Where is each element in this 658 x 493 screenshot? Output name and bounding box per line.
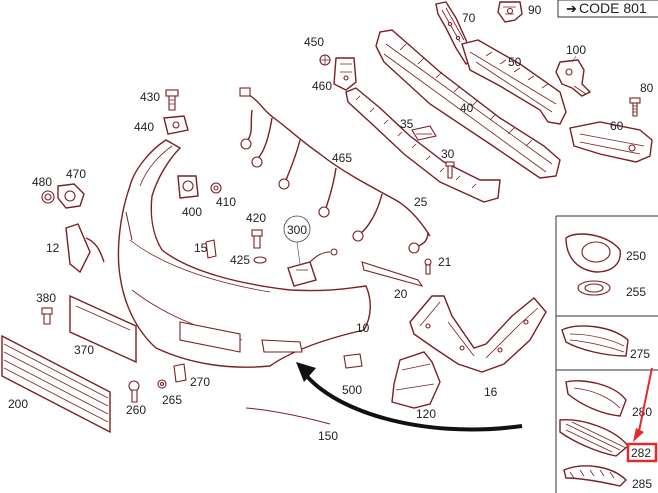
red-arrow [633,367,653,442]
part-90-bracket [497,1,523,23]
part-20-trim [361,261,424,287]
label-10: 10 [356,321,370,335]
part-480-ring [41,190,55,204]
label-285: 285 [632,477,652,491]
part-270-clip [173,363,187,383]
label-380: 380 [36,291,56,305]
label-60: 60 [610,119,624,133]
label-450: 450 [304,35,324,49]
label-430: 430 [140,90,160,104]
part-12-bracket [65,223,105,274]
part-460-bracket [333,57,357,91]
detail-panel [555,215,658,493]
label-255: 255 [626,285,646,299]
arrow-glyph: ➔ [566,1,577,16]
part-300-sensor-mount [283,215,338,287]
label-90: 90 [528,3,542,17]
part-15-clip [205,239,217,259]
part-250-fog-cover [565,233,621,273]
label-440: 440 [134,120,154,134]
label-410: 410 [216,195,236,209]
label-282: 282 [631,446,651,460]
part-430-bolt [165,89,179,111]
label-480: 480 [32,175,52,189]
label-300: 300 [287,223,307,237]
label-16: 16 [484,385,498,399]
part-450-nut [319,54,331,66]
part-35-clip [411,125,437,141]
label-30: 30 [441,147,455,161]
part-50-absorber [461,39,567,125]
label-470: 470 [66,167,86,181]
label-150: 150 [318,429,338,443]
code-label: CODE 801 [579,0,647,16]
label-20: 20 [394,287,408,301]
label-50: 50 [508,55,522,69]
pointer-arrow [296,362,523,432]
part-100-bracket [555,59,592,97]
label-21: 21 [438,255,452,269]
label-270: 270 [190,375,210,389]
part-255-ring [577,280,611,296]
part-60-bracket [569,121,653,163]
part-440-bracket [163,115,189,135]
label-260: 260 [126,403,146,417]
label-200: 200 [8,397,28,411]
label-35: 35 [400,117,414,131]
part-16-bracket [409,295,547,373]
part-425-washer [253,256,267,264]
label-425: 425 [230,253,250,267]
label-465: 465 [332,151,352,165]
part-285-strip [563,465,627,487]
label-275: 275 [630,347,650,361]
label-25: 25 [414,195,428,209]
label-12: 12 [46,241,60,255]
part-380-screw [41,307,53,325]
part-25-strip [345,87,501,203]
label-15: 15 [194,241,208,255]
part-80-screw [629,97,641,117]
label-420: 420 [246,211,266,225]
highlight-box-282: 282 [626,442,658,463]
code-header: ➔ CODE 801 [557,0,658,18]
part-280-trim [565,380,627,417]
part-10-bumper-cover [117,139,371,368]
part-200-grille [1,334,111,434]
part-400-sensor [177,175,199,199]
part-282-grille [559,419,629,457]
label-400: 400 [182,205,202,219]
part-120-panel [391,351,441,409]
label-40: 40 [460,101,474,115]
label-80: 80 [640,81,654,95]
part-21-screw [424,258,432,275]
label-100: 100 [566,43,586,57]
label-120: 120 [416,407,436,421]
part-40-reinforcement [375,29,561,179]
label-500: 500 [342,383,362,397]
part-470-sensor [57,183,85,209]
label-265: 265 [162,393,182,407]
part-275-vent [561,325,629,357]
part-410-ring [210,182,222,194]
label-370: 370 [74,343,94,357]
part-260-bolt [128,380,140,403]
part-265-washer [157,379,167,389]
label-250: 250 [626,249,646,263]
part-500-clip [343,353,363,369]
part-465-wiring-harness [239,87,431,254]
part-370-plate [69,294,137,364]
part-420-bolt [251,229,263,249]
part-150-strip [245,407,331,425]
label-460: 460 [312,79,332,93]
part-30-screw [445,161,455,179]
label-70: 70 [462,11,476,25]
